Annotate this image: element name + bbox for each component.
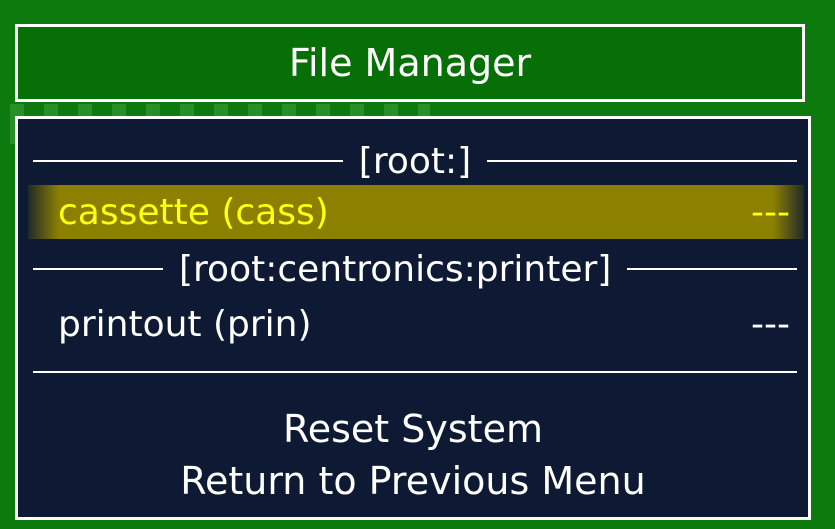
divider <box>33 160 343 162</box>
file-manager-menu: [root:] cassette (cass) --- [root:centro… <box>15 116 811 520</box>
menu-item-printout[interactable]: printout (prin) --- <box>28 297 804 351</box>
page-title: File Manager <box>288 41 532 85</box>
menu-item-label: printout (prin) <box>58 303 312 345</box>
menu-item-status: --- <box>751 303 790 345</box>
menu-item-label: cassette (cass) <box>58 191 329 233</box>
divider <box>627 268 797 270</box>
title-bar: File Manager <box>15 24 805 102</box>
section-header-label: [root:centronics:printer] <box>179 248 612 290</box>
reset-system-button[interactable]: Reset System <box>283 407 543 451</box>
section-header-root: [root:] <box>33 140 797 182</box>
section-header-printer: [root:centronics:printer] <box>33 248 797 290</box>
section-header-label: [root:] <box>358 140 472 182</box>
return-previous-menu-button[interactable]: Return to Previous Menu <box>180 459 646 503</box>
menu-divider <box>33 371 797 373</box>
menu-item-cassette[interactable]: cassette (cass) --- <box>28 185 804 239</box>
divider <box>33 268 163 270</box>
divider <box>487 160 797 162</box>
menu-item-status: --- <box>751 191 790 233</box>
